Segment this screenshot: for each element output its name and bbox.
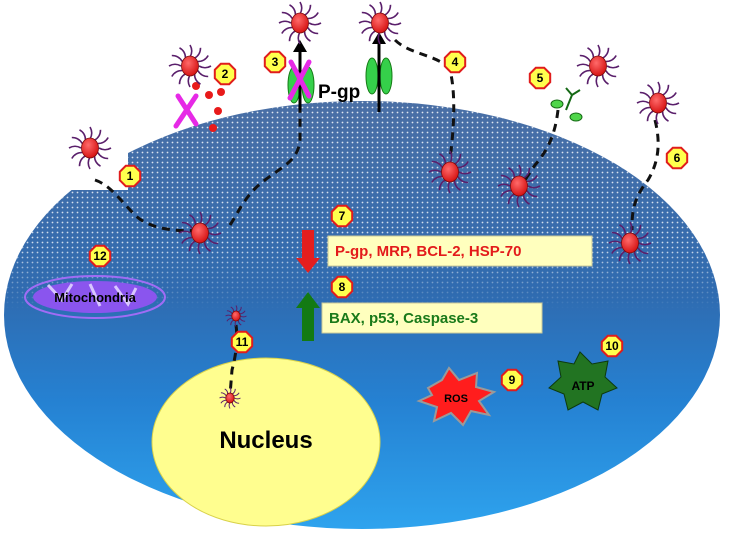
nanoparticle xyxy=(497,164,541,208)
step-badge-label: 1 xyxy=(127,169,134,183)
released-drug-dots xyxy=(192,82,225,132)
step-badge-5: 5 xyxy=(528,66,552,90)
upregulated-box: P-gp, MRP, BCL-2, HSP-70 xyxy=(327,235,593,267)
step-badge-2: 2 xyxy=(213,62,237,86)
nanoparticle xyxy=(219,387,241,409)
upregulated-label: P-gp, MRP, BCL-2, HSP-70 xyxy=(335,243,521,260)
mitochondria: Mitochondria xyxy=(24,275,166,319)
ros-burst: ROS xyxy=(416,366,497,427)
pgp-pump-2 xyxy=(365,32,393,112)
step-badge-1: 1 xyxy=(118,164,142,188)
atp-star: ATP xyxy=(548,351,618,411)
nanoparticle xyxy=(168,44,212,88)
downregulated-box: BAX, p53, Caspase-3 xyxy=(321,302,543,334)
step-badge-11: 11 xyxy=(230,330,254,354)
step-badge-label: 12 xyxy=(93,249,107,263)
step-badge-8: 8 xyxy=(330,275,354,299)
step-badge-label: 9 xyxy=(509,373,516,387)
step-badge-12: 12 xyxy=(88,244,112,268)
step-badge-3: 3 xyxy=(263,50,287,74)
nucleus-label: Nucleus xyxy=(219,427,312,454)
step-badge-7: 7 xyxy=(330,204,354,228)
step-badge-label: 10 xyxy=(605,339,619,353)
step-badge-label: 11 xyxy=(236,335,249,349)
step-badge-label: 5 xyxy=(537,71,544,85)
step-badge-label: 8 xyxy=(339,280,346,294)
receptor xyxy=(550,87,583,122)
nanoparticle xyxy=(178,211,222,255)
step-badge-label: 6 xyxy=(674,151,681,165)
pgp-label: P-gp xyxy=(318,82,360,103)
nanoparticle xyxy=(428,150,472,194)
pathway-1 xyxy=(94,178,201,233)
ros-label: ROS xyxy=(444,393,468,405)
downregulated-label: BAX, p53, Caspase-3 xyxy=(329,310,478,327)
nanoparticle xyxy=(225,305,247,327)
mitochondria-label: Mitochondria xyxy=(54,290,136,305)
nanoparticle xyxy=(68,126,112,170)
nanoparticle xyxy=(358,1,402,45)
nanoparticle xyxy=(278,1,322,45)
pathway-11 xyxy=(228,324,239,396)
step-badge-label: 4 xyxy=(452,55,459,69)
step-badge-label: 7 xyxy=(339,209,346,223)
pathway-3-efflux xyxy=(228,110,302,226)
step-badge-4: 4 xyxy=(443,50,467,74)
step-badge-10: 10 xyxy=(600,334,624,358)
atp-label: ATP xyxy=(571,379,594,393)
nucleus: Nucleus xyxy=(151,357,381,527)
nanoparticle xyxy=(608,221,652,265)
pathway-5 xyxy=(523,109,560,181)
downregulation-arrow xyxy=(296,230,320,273)
nanoparticle xyxy=(576,44,620,88)
step-badge-6: 6 xyxy=(665,146,689,170)
step-badge-9: 9 xyxy=(500,368,524,392)
blocker-x-marks xyxy=(173,59,312,129)
pathway-6 xyxy=(630,119,660,231)
upregulation-arrow xyxy=(296,292,320,341)
nanoparticle xyxy=(636,81,680,125)
step-badge-label: 2 xyxy=(222,67,229,81)
nanoparticles xyxy=(68,1,680,409)
step-badge-label: 3 xyxy=(272,55,279,69)
